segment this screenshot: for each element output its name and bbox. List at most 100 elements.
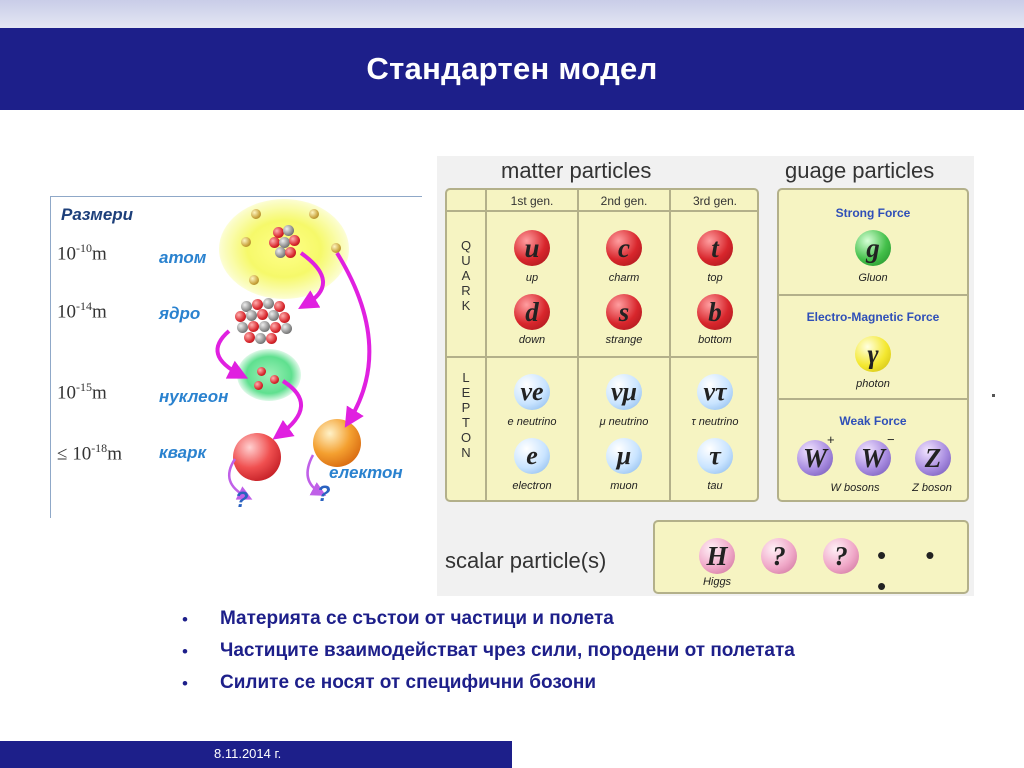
neutron <box>281 323 292 334</box>
label-atom: атом <box>159 248 207 267</box>
gauge-title: guage particles <box>785 158 935 183</box>
proton <box>285 247 296 258</box>
z-boson: Z <box>915 440 951 476</box>
label-nucleon: нуклеон <box>159 387 229 406</box>
slide-title: Стандартен модел <box>366 51 658 86</box>
scale-atom: 10-10m <box>57 241 107 265</box>
quark-s: s <box>606 294 642 330</box>
electron-dot <box>331 243 341 253</box>
bullet-list: • Материята се състои от частици и полет… <box>182 608 942 704</box>
neutron <box>259 321 270 332</box>
bullet-dot: • <box>182 642 188 661</box>
nucleon-quark <box>270 375 279 384</box>
scalar-title: scalar particle(s) <box>445 548 607 573</box>
lepton-electron: e <box>514 438 550 474</box>
higgs: H <box>699 538 735 574</box>
quark-c: c <box>606 230 642 266</box>
gluon-name: Gluon <box>858 272 888 284</box>
neutron <box>263 298 274 309</box>
quark-name: top <box>707 272 723 284</box>
electron-dot <box>249 275 259 285</box>
proton <box>270 322 281 333</box>
higgs-name: Higgs <box>702 576 732 588</box>
proton <box>248 321 259 332</box>
unknown-scalar: ? <box>823 538 859 574</box>
proton <box>289 235 300 246</box>
unknown-scalar: ? <box>761 538 797 574</box>
neutron <box>268 310 279 321</box>
weak-force-title: Weak Force <box>839 414 907 428</box>
neutron <box>241 301 252 312</box>
proton <box>273 227 284 238</box>
quark-name: up <box>525 272 539 284</box>
electron-unknown: ? <box>317 481 331 506</box>
grid-line <box>779 398 967 400</box>
neutron <box>279 237 290 248</box>
proton <box>269 237 280 248</box>
proton <box>235 311 246 322</box>
lepton-e-neutrino: νe <box>514 374 550 410</box>
more-dots: • • • <box>877 540 951 601</box>
label-electron: електон <box>329 463 403 482</box>
proton <box>266 333 277 344</box>
w-minus-boson: W <box>855 440 891 476</box>
lepton-muon: μ <box>606 438 642 474</box>
grid-line <box>669 190 671 500</box>
plus-sign: + <box>827 432 835 447</box>
scale-nucleon: 10-15m <box>57 380 107 404</box>
lepton-name: μ neutrino <box>599 416 649 428</box>
w-bosons-name: W bosons <box>830 482 880 494</box>
sizes-figure: Размери 10-10m 10-14m 10-15m ≤ 10-18m ат… <box>50 196 422 518</box>
quark-name: strange <box>605 334 643 346</box>
grid-line <box>485 190 487 500</box>
quark-name: down <box>518 334 546 346</box>
particle-chart: matter particles guage particles 1st gen… <box>437 156 974 601</box>
electron-dot <box>241 237 251 247</box>
stray-mark <box>992 394 995 397</box>
lepton-tau-neutrino: ντ <box>697 374 733 410</box>
list-item: • Частиците взаимодействат чрез сили, по… <box>182 640 795 661</box>
grid-line <box>447 356 757 358</box>
scale-nucleus: 10-14m <box>57 299 107 323</box>
quark-unknown: ? <box>235 487 249 512</box>
lepton-name: muon <box>610 480 638 492</box>
scale-arrows <box>215 251 372 500</box>
title-bar: Стандартен модел <box>0 28 1024 110</box>
neutron <box>275 247 286 258</box>
grid-line <box>577 190 579 500</box>
lepton-mu-neutrino: νμ <box>606 374 642 410</box>
proton <box>252 299 263 310</box>
minus-sign: − <box>887 432 895 447</box>
label-quark: кварк <box>159 443 207 462</box>
gen-1: 1st gen. <box>510 194 554 208</box>
w-plus-boson: W <box>797 440 833 476</box>
lepton-name: electron <box>512 480 552 492</box>
lepton-name: e neutrino <box>507 416 557 428</box>
gluon: g <box>855 230 891 266</box>
grid-line <box>447 210 757 212</box>
quark-b: b <box>697 294 733 330</box>
electron-dot <box>309 209 319 219</box>
strong-force-title: Strong Force <box>835 206 911 220</box>
lepton-tau: τ <box>697 438 733 474</box>
quark-u: u <box>514 230 550 266</box>
neutron <box>255 333 266 344</box>
matter-title: matter particles <box>501 158 652 183</box>
grid-line <box>779 294 967 296</box>
neutron <box>246 310 257 321</box>
footer-date: 8.11.2014 г. <box>214 746 282 761</box>
quark-name: bottom <box>698 334 732 346</box>
label-nucleus: ядро <box>159 304 201 323</box>
sizes-heading: Размери <box>61 205 134 224</box>
proton <box>244 332 255 343</box>
photon-name: photon <box>856 378 890 390</box>
electron-dot <box>251 209 261 219</box>
quark-name: charm <box>608 272 640 284</box>
quark-d: d <box>514 294 550 330</box>
list-item: • Силите се носят от специфични бозони <box>182 672 597 693</box>
top-strip <box>0 0 1024 28</box>
bullet-dot: • <box>182 610 188 629</box>
bullet-dot: • <box>182 674 188 693</box>
